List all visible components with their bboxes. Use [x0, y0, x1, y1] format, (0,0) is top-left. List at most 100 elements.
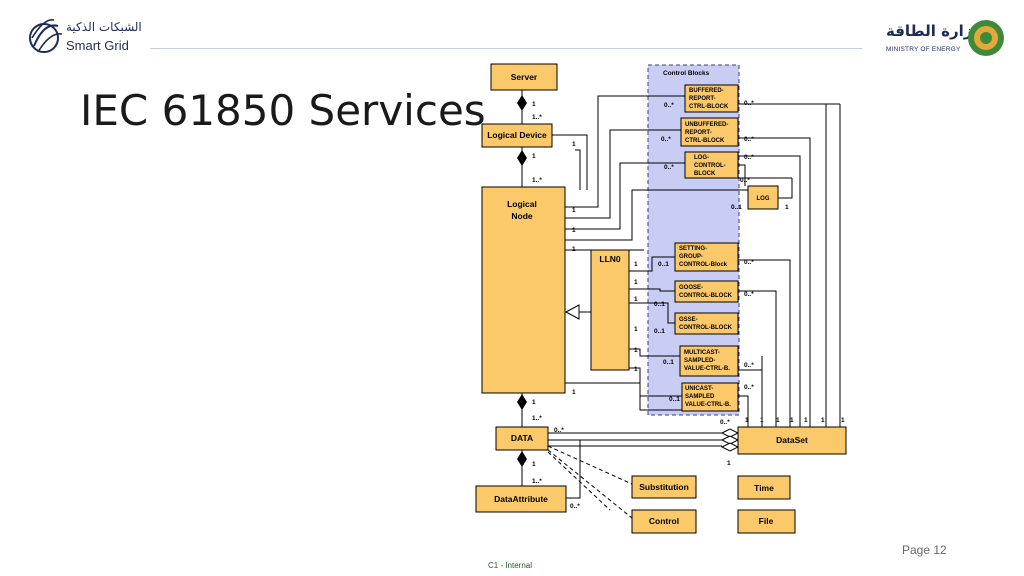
mult-da-dataset: 0..*	[570, 503, 580, 510]
lln0-label: LLN0	[599, 254, 621, 264]
mult-gocb-left: 0..1	[654, 301, 665, 308]
gocb-label-1: GOOSE-	[679, 285, 703, 291]
emblem-icon	[968, 20, 1004, 56]
usvcb-label-2: SAMPLED	[685, 394, 715, 400]
mult-ln-data-one: 1	[532, 399, 536, 406]
page-title: IEC 61850 Services	[80, 86, 486, 135]
mult-ln-usv: 1	[572, 389, 576, 396]
mult-ds-3: 1	[776, 417, 780, 424]
multiplicity-labels: 1 1..* 1 1..* 1 1 1 1 0..* 0..* 0..* 0..…	[532, 100, 845, 510]
mult-log-right: 1	[785, 204, 789, 211]
ln-composition-diamond	[517, 394, 527, 410]
mult-urcb-left: 0..*	[661, 136, 671, 143]
gocb-label-2: CONTROL-BLOCK	[679, 293, 733, 299]
mult-msv-right: 0..*	[744, 362, 754, 369]
gocb-box	[674, 280, 739, 303]
mult-sgcb-left: 0..1	[658, 261, 669, 268]
ld-composition-diamond	[517, 150, 527, 166]
smart-grid-logo: الشبكات الذكية Smart Grid	[28, 16, 158, 64]
msvcb-label-2: SAMPLED-	[684, 358, 715, 364]
mult-ds-5: 1	[804, 417, 808, 424]
mult-ds-1: 1	[745, 417, 749, 424]
mult-brcb-left: 0..*	[664, 102, 674, 109]
mult-lln0-gsse: 1	[634, 296, 638, 303]
mult-data-dataset: 0..*	[554, 427, 564, 434]
mult-dataset-left: 0..*	[720, 419, 730, 426]
gsse-label-2: CONTROL-BLOCK	[679, 325, 733, 331]
time-box	[737, 475, 791, 500]
sgcb-label-1: SETTING-	[679, 246, 707, 252]
data-attribute-label: DataAttribute	[494, 494, 548, 504]
mult-dataset-bottom: 1	[727, 460, 731, 467]
logical-node-label-1: Logical	[507, 199, 537, 209]
mult-ds-7: 1	[841, 417, 845, 424]
header-divider	[150, 48, 862, 49]
logical-device-label: Logical Device	[487, 130, 547, 140]
control-blocks-label: Control Blocks	[663, 70, 710, 77]
mult-server-one: 1	[532, 101, 536, 108]
usvcb-label-1: UNICAST-	[685, 386, 713, 392]
mult-ln-1: 1	[572, 207, 576, 214]
classification-footer: C1 - Internal	[488, 561, 533, 570]
msvcb-box	[679, 345, 739, 377]
mult-log-left: 0..1	[731, 204, 742, 211]
mult-gocb-right: 0..*	[744, 291, 754, 298]
mult-lln0-usv: 1	[634, 366, 638, 373]
dataset-label: DataSet	[776, 435, 808, 445]
mult-brcb-right: 0..*	[744, 100, 754, 107]
data-composition-diamond	[517, 451, 527, 467]
smart-grid-english-name: Smart Grid	[66, 38, 129, 53]
mult-ln-one-many: 1..*	[532, 177, 542, 184]
mult-ds-2: 1	[760, 417, 764, 424]
brcb-label-1: BUFFERED-	[689, 88, 724, 94]
msvcb-label-3: VALUE-CTRL-B.	[684, 366, 730, 372]
mult-lcb-right: 0..*	[744, 154, 754, 161]
log-box	[747, 185, 779, 210]
mult-ds-6: 1	[821, 417, 825, 424]
mult-gsse-left: 0..1	[654, 328, 665, 335]
usvcb-label-3: VALUE-CTRL-B.	[685, 402, 731, 408]
ministry-of-energy-logo: وزارة الطاقة MINISTRY OF ENERGY	[880, 18, 1010, 66]
inheritance-triangle	[564, 304, 580, 320]
mult-lcb-log: 0..*	[740, 177, 750, 184]
file-box	[737, 509, 796, 534]
mult-da-one-many: 1..*	[532, 478, 542, 485]
mult-lln0-sgcb: 1	[634, 261, 638, 268]
mult-data-one-many: 1..*	[532, 415, 542, 422]
dataset-box	[737, 426, 847, 455]
mult-ld-brcb: 1	[572, 141, 576, 148]
mult-ds-4: 1	[790, 417, 794, 424]
time-label: Time	[754, 483, 774, 493]
page-number: Page 12	[902, 543, 947, 557]
mult-lln0-gsse-2: 1	[634, 326, 638, 333]
mult-msv-left: 0..1	[663, 359, 674, 366]
lcb-box	[684, 151, 739, 179]
mult-lln0-gocb: 1	[634, 279, 638, 286]
brcb-label-2: REPORT-	[689, 96, 716, 102]
mult-sgcb-right: 0..*	[744, 259, 754, 266]
ministry-english-name: MINISTRY OF ENERGY	[886, 46, 961, 53]
lcb-label-1: LOG-	[694, 155, 709, 161]
mult-data-one: 1	[532, 461, 536, 468]
server-label: Server	[511, 72, 538, 82]
file-label: File	[759, 516, 774, 526]
control-label: Control	[649, 516, 679, 526]
ministry-arabic-name: وزارة الطاقة	[886, 22, 982, 40]
server-composition-diamond	[517, 95, 527, 111]
substitution-box	[631, 475, 697, 499]
logical-node-box	[481, 186, 566, 394]
mult-lcb-left: 0..*	[664, 164, 674, 171]
data-attribute-box	[475, 485, 567, 513]
urcb-label-3: CTRL-BLOCK	[685, 138, 725, 144]
msvcb-label-1: MULTICAST-	[684, 350, 720, 356]
mult-lln0-msv: 1	[634, 347, 638, 354]
mult-ln-3: 1	[572, 246, 576, 253]
gsse-box	[674, 312, 739, 335]
urcb-label-1: UNBUFFERED-	[685, 122, 728, 128]
sgcb-label-2: GROUP-	[679, 254, 703, 260]
mult-ld-one: 1	[532, 153, 536, 160]
data-box	[495, 426, 549, 451]
logical-device-box	[481, 123, 553, 148]
mult-ln-2: 1	[572, 227, 576, 234]
